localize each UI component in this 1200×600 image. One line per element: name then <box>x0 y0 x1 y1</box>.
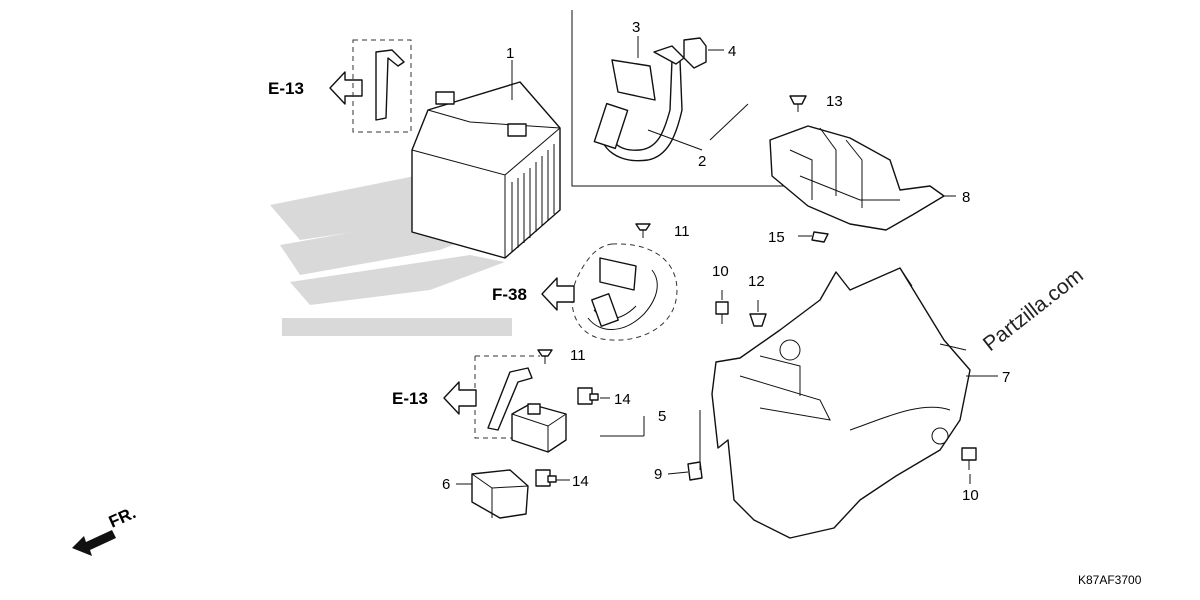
nut-9[interactable] <box>687 461 703 481</box>
callout-14-lower: 14 <box>572 473 589 490</box>
callout-10-left: 10 <box>712 263 729 280</box>
starter-relay[interactable] <box>511 403 567 453</box>
screw-11-upper[interactable] <box>635 223 651 238</box>
callout-15: 15 <box>768 229 785 246</box>
callout-9: 9 <box>654 466 662 483</box>
f38-reference[interactable]: F-38 <box>492 277 575 311</box>
callout-2: 2 <box>698 153 706 170</box>
partzilla-watermark: Partzilla.com <box>979 264 1088 356</box>
svg-text:E-13: E-13 <box>392 389 428 408</box>
callout-14-upper: 14 <box>614 391 631 408</box>
wire-harness[interactable] <box>587 257 658 331</box>
terminal-cover[interactable] <box>683 37 707 69</box>
svg-text:F-38: F-38 <box>492 285 527 304</box>
callout-1: 1 <box>506 45 514 62</box>
e13-dashed-box <box>352 39 412 133</box>
relay-dash-left <box>474 356 520 439</box>
f38-dashed-outline <box>571 243 678 341</box>
battery[interactable] <box>411 81 561 259</box>
callout-5: 5 <box>658 408 666 425</box>
callout-7: 7 <box>1002 369 1010 386</box>
callout-8: 8 <box>962 189 970 206</box>
e13-mid-reference[interactable]: E-13 <box>392 381 477 415</box>
svg-text:E-13: E-13 <box>268 79 304 98</box>
battery-strap[interactable] <box>375 49 405 121</box>
cable-group-bracket <box>571 10 828 187</box>
e13-top-reference[interactable]: E-13 <box>268 71 363 105</box>
callout-4: 4 <box>728 43 736 60</box>
leader-lines <box>456 36 998 485</box>
relay-bracket[interactable] <box>487 367 533 431</box>
tray-screw-13[interactable] <box>789 95 807 112</box>
fuse-14-lower[interactable] <box>535 469 557 487</box>
svg-text:FR.: FR. <box>106 503 139 531</box>
bolt-10-left[interactable] <box>715 301 729 324</box>
screw-11-lower[interactable] <box>537 349 553 364</box>
callout-11-lower: 11 <box>570 347 586 364</box>
callout-13: 13 <box>826 93 843 110</box>
battery-cover[interactable] <box>711 267 971 539</box>
battery-cable[interactable] <box>593 45 685 162</box>
callout-12: 12 <box>748 273 765 290</box>
bolt-10-right[interactable] <box>961 447 977 470</box>
fuse-14-upper[interactable] <box>577 387 599 405</box>
callout-11-upper: 11 <box>674 223 690 240</box>
clip-15[interactable] <box>811 231 829 243</box>
front-direction-arrow: FR. <box>72 503 139 556</box>
battery-tray[interactable] <box>769 125 945 231</box>
callout-3: 3 <box>632 19 640 36</box>
fuse-box[interactable] <box>471 469 529 519</box>
diagram-code: K87AF3700 <box>1078 573 1142 587</box>
clip-12[interactable] <box>749 313 767 327</box>
callout-6: 6 <box>442 476 450 493</box>
callout-10-right: 10 <box>962 487 979 504</box>
